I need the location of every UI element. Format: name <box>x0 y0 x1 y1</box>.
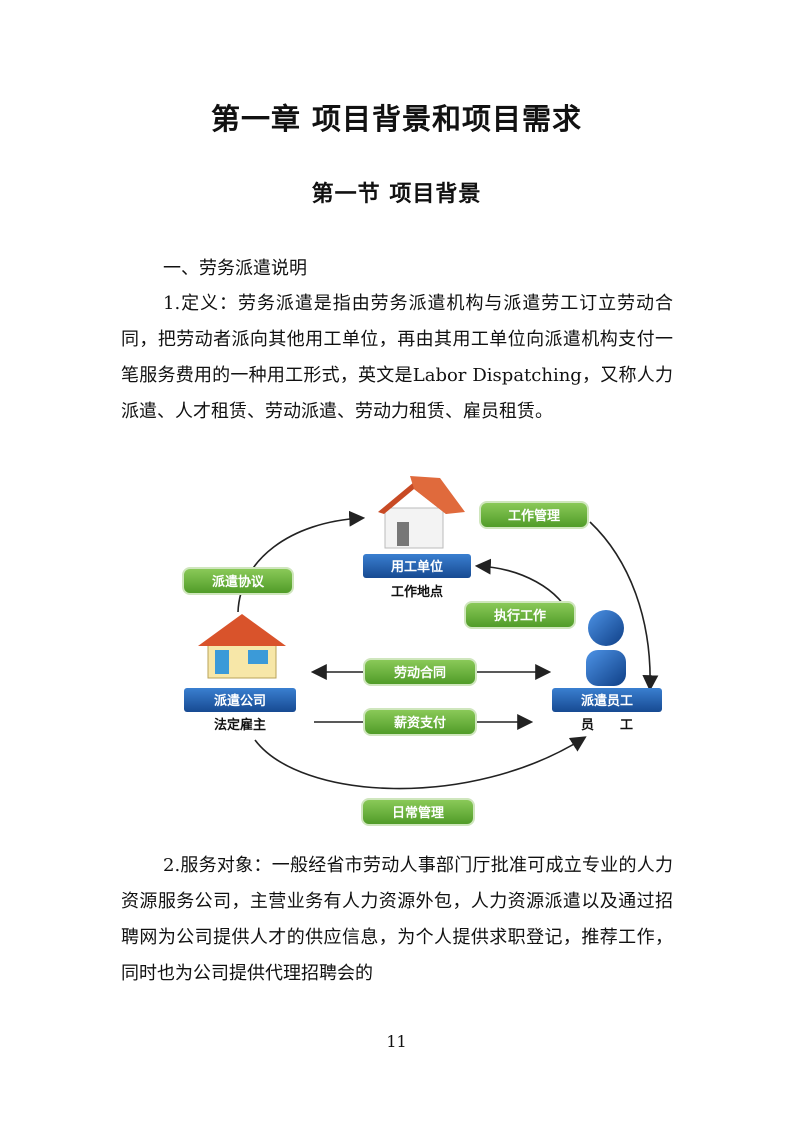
chapter-title: 第一章 项目背景和项目需求 <box>210 102 583 136</box>
employer-house-icon <box>378 476 465 549</box>
arrow-company-to-employer <box>237 510 366 613</box>
daily-management-label: 日常管理 <box>392 805 444 821</box>
page-number: 11 <box>386 1032 407 1051</box>
dispatch-agreement-label: 派遣协议 <box>212 574 265 590</box>
execute-work-label: 执行工作 <box>494 608 546 624</box>
dispatched-employee-label: 派遣员工 <box>581 693 633 709</box>
labor-contract-pill: 劳动合同 <box>363 658 477 686</box>
arrow-work-management <box>589 521 659 692</box>
employer-unit-label: 用工单位 <box>390 559 443 575</box>
dispatch-company-house-icon <box>198 614 286 679</box>
work-management-label: 工作管理 <box>508 508 560 524</box>
subheading: 一、劳务派遣说明 <box>163 258 307 279</box>
paragraph-definition-text: 1.定义：劳务派遣是指由劳务派遣机构与派遣劳工订立劳动合同，把劳动者派向其他用工… <box>121 293 673 422</box>
employer-unit-label-box: 用工单位 <box>363 554 471 578</box>
arrow-daily-management <box>254 736 587 790</box>
arrow-execute-work <box>474 558 573 621</box>
labor-contract-label: 劳动合同 <box>394 665 446 681</box>
dispatch-company-label: 派遣公司 <box>214 693 266 709</box>
daily-management-pill: 日常管理 <box>361 798 475 826</box>
dispatched-employee-label-box: 派遣员工 <box>552 688 662 712</box>
paragraph-definition: 1.定义：劳务派遣是指由劳务派遣机构与派遣劳工订立劳动合同，把劳动者派向其他用工… <box>121 286 673 430</box>
work-location-caption: 工作地点 <box>391 584 443 600</box>
employee-caption: 员 工 <box>581 718 633 733</box>
execute-work-pill: 执行工作 <box>464 601 576 629</box>
dispatch-agreement-pill: 派遣协议 <box>182 567 294 595</box>
employee-person-icon <box>586 610 626 686</box>
section-title: 第一节 项目背景 <box>311 182 482 207</box>
dispatch-company-label-box: 派遣公司 <box>184 688 296 712</box>
paragraph-service-targets-text: 2.服务对象：一般经省市劳动人事部门厅批准可成立专业的人力资源服务公司，主营业务… <box>121 855 673 984</box>
salary-payment-label: 薪资支付 <box>394 715 446 731</box>
legal-employer-caption: 法定雇主 <box>214 717 266 733</box>
paragraph-service-targets: 2.服务对象：一般经省市劳动人事部门厅批准可成立专业的人力资源服务公司，主营业务… <box>121 848 673 992</box>
salary-payment-pill: 薪资支付 <box>363 708 477 736</box>
work-management-pill: 工作管理 <box>479 501 589 529</box>
